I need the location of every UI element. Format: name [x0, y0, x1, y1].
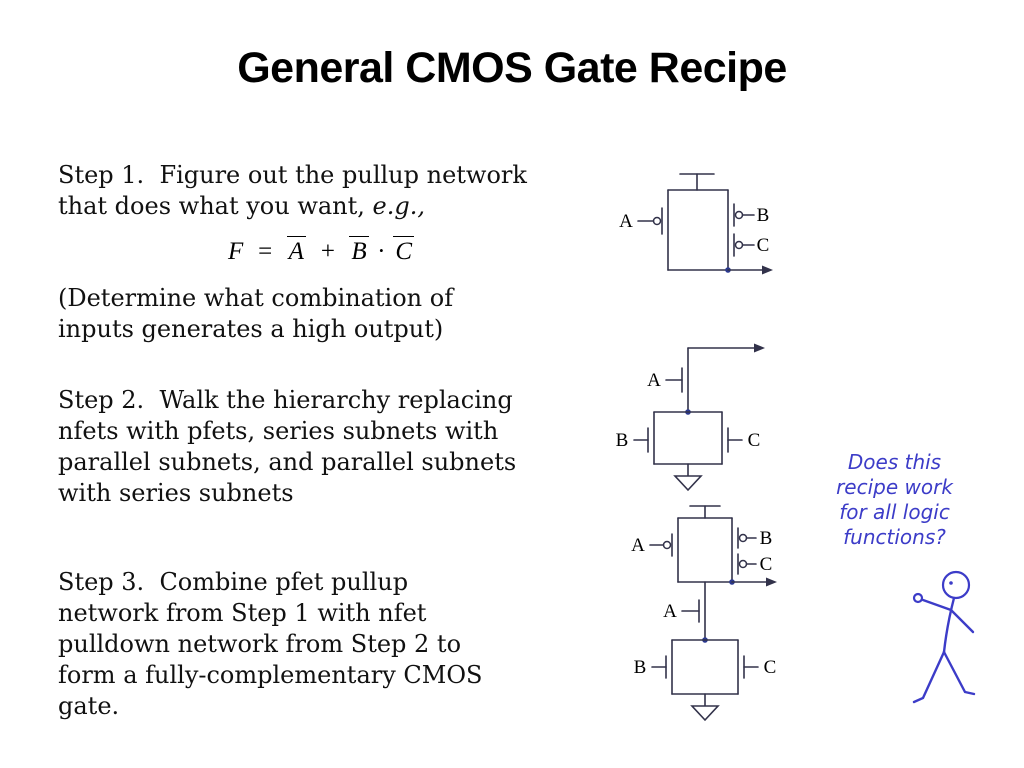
- transistor-label-b: B: [757, 205, 770, 226]
- nfet-b: B: [616, 427, 649, 453]
- formula-term-b-overbar: B: [349, 236, 369, 265]
- step2-text: Step 2. Walk the hierarchy replacing nfe…: [58, 386, 517, 507]
- transistor-label-c: C: [757, 235, 770, 256]
- boolean-formula: F = A + B · C: [228, 236, 415, 266]
- step3-text: Step 3. Combine pfet pullup network from…: [58, 568, 483, 720]
- step1-note: (Determine what combination of inputs ge…: [58, 284, 454, 343]
- eg-italic: e.g.,: [372, 192, 425, 220]
- transistor-label-b: B: [760, 528, 773, 549]
- output-arrow: [725, 265, 773, 275]
- stick-figure-right-leg: [942, 650, 976, 696]
- formula-term-a-overbar: A: [286, 236, 306, 265]
- nfet-c: C: [727, 427, 761, 453]
- transistor-label-a: A: [647, 370, 661, 391]
- output-arrow: [687, 343, 765, 353]
- handwritten-question: Does this recipe work for all logic func…: [836, 450, 953, 549]
- output-arrow: [729, 577, 777, 587]
- pfet-b: B: [737, 527, 773, 549]
- stick-figure-drawing: [912, 570, 976, 704]
- transistor-label-a: A: [631, 535, 645, 556]
- vdd-rail: [679, 173, 715, 191]
- transistor-label-b: B: [616, 430, 629, 451]
- ground-symbol: [673, 475, 703, 492]
- nfet-c: C: [743, 655, 777, 679]
- pfet-c: C: [737, 553, 773, 575]
- stick-figure-eye: [949, 581, 953, 585]
- transistor-label-c: C: [748, 430, 761, 451]
- stick-figure-left-leg: [912, 650, 946, 704]
- pulldown-network-diagram: A B C: [616, 343, 765, 492]
- formula-plus: +: [319, 238, 337, 265]
- step1-line1: Step 1. Figure out the pullup network: [58, 161, 527, 189]
- formula-term-c-overbar: C: [393, 236, 415, 265]
- transistor-label-b: B: [634, 657, 647, 678]
- transistor-label-a: A: [619, 211, 633, 232]
- formula-equals: =: [256, 238, 274, 265]
- transistor-label-c: C: [764, 657, 777, 678]
- step1-line2: that does what you want, e.g.,: [58, 192, 425, 220]
- formula-lhs: F: [228, 238, 244, 265]
- page-title: General CMOS Gate Recipe: [237, 44, 787, 92]
- transistor-label-c: C: [760, 554, 773, 575]
- pfet-a: A: [619, 207, 663, 235]
- nfet-b: B: [634, 655, 667, 679]
- pfet-a: A: [631, 533, 673, 557]
- pullup-network-diagram: A B C: [619, 173, 773, 275]
- stick-figure-left-arm: [921, 598, 953, 612]
- pfet-c: C: [733, 233, 770, 257]
- stick-figure-hand-object: [912, 592, 924, 604]
- nfet-a: A: [647, 367, 683, 393]
- nfet-a: A: [663, 599, 700, 623]
- stick-figure-head: [941, 570, 971, 600]
- pfet-b: B: [733, 203, 770, 227]
- formula-and-dot: ·: [377, 238, 385, 265]
- ground-symbol: [690, 705, 720, 722]
- vdd-rail: [689, 505, 721, 519]
- step1-text: Step 1. Figure out the pullup network th…: [58, 160, 527, 222]
- cmos-gate-diagram: A B C A: [631, 505, 777, 722]
- stick-figure-right-arm: [949, 608, 975, 634]
- stick-figure-body: [942, 596, 956, 654]
- transistor-label-a: A: [663, 601, 677, 622]
